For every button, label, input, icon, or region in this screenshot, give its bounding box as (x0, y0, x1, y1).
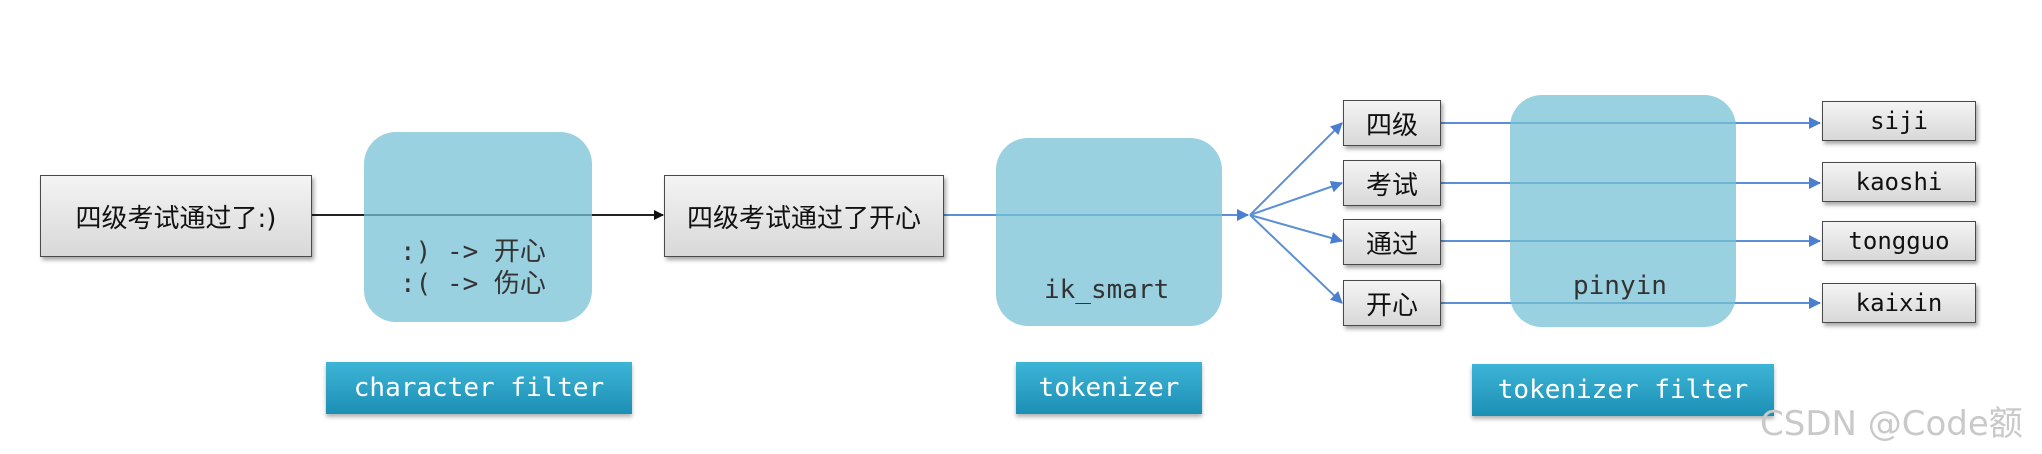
input-text-box: 四级考试通过了:) (40, 175, 312, 257)
tokenizer-filter-blob (1510, 95, 1736, 327)
pinyin-token-box: siji (1822, 101, 1976, 141)
character-filter-label: character filter (326, 362, 632, 414)
watermark: CSDN @Code额 (1760, 404, 2023, 444)
token-text: 考试 (1365, 170, 1418, 201)
pinyin-token-box: kaixin (1822, 283, 1976, 323)
token-text: 四级 (1365, 110, 1418, 141)
input-text: 四级考试通过了:) (75, 203, 277, 234)
arrow-to-token-4 (1249, 214, 1343, 304)
token-box: 通过 (1343, 219, 1441, 265)
arrow-to-token-1 (1249, 122, 1343, 216)
token-box: 考试 (1343, 160, 1441, 206)
pinyin-token-text: siji (1870, 107, 1928, 135)
tokenizer-name: ik_smart (1044, 275, 1170, 305)
character-filter-rule-2: :( -> 伤心 (400, 269, 546, 299)
arrow-to-token-3 (1249, 214, 1343, 244)
tokenizer-label: tokenizer (1016, 362, 1202, 414)
token-box: 四级 (1343, 100, 1441, 146)
character-filter-rule-1: :) -> 开心 (400, 237, 546, 267)
filtered-text: 四级考试通过了开心 (686, 203, 921, 234)
tokenizer-filter-name: pinyin (1573, 271, 1667, 301)
token-text: 通过 (1365, 229, 1418, 260)
tokenizer-filter-label: tokenizer filter (1472, 364, 1774, 416)
token-box: 开心 (1343, 280, 1441, 326)
arrow-to-token-2 (1249, 180, 1343, 216)
pinyin-token-text: tongguo (1848, 227, 1950, 255)
pinyin-token-text: kaoshi (1855, 168, 1943, 196)
filtered-text-box: 四级考试通过了开心 (664, 175, 944, 257)
tokenizer-blob (996, 138, 1222, 326)
token-text: 开心 (1365, 290, 1418, 321)
pinyin-token-text: kaixin (1855, 289, 1943, 317)
character-filter-blob (364, 132, 592, 322)
pinyin-token-box: tongguo (1822, 221, 1976, 261)
pinyin-token-box: kaoshi (1822, 162, 1976, 202)
